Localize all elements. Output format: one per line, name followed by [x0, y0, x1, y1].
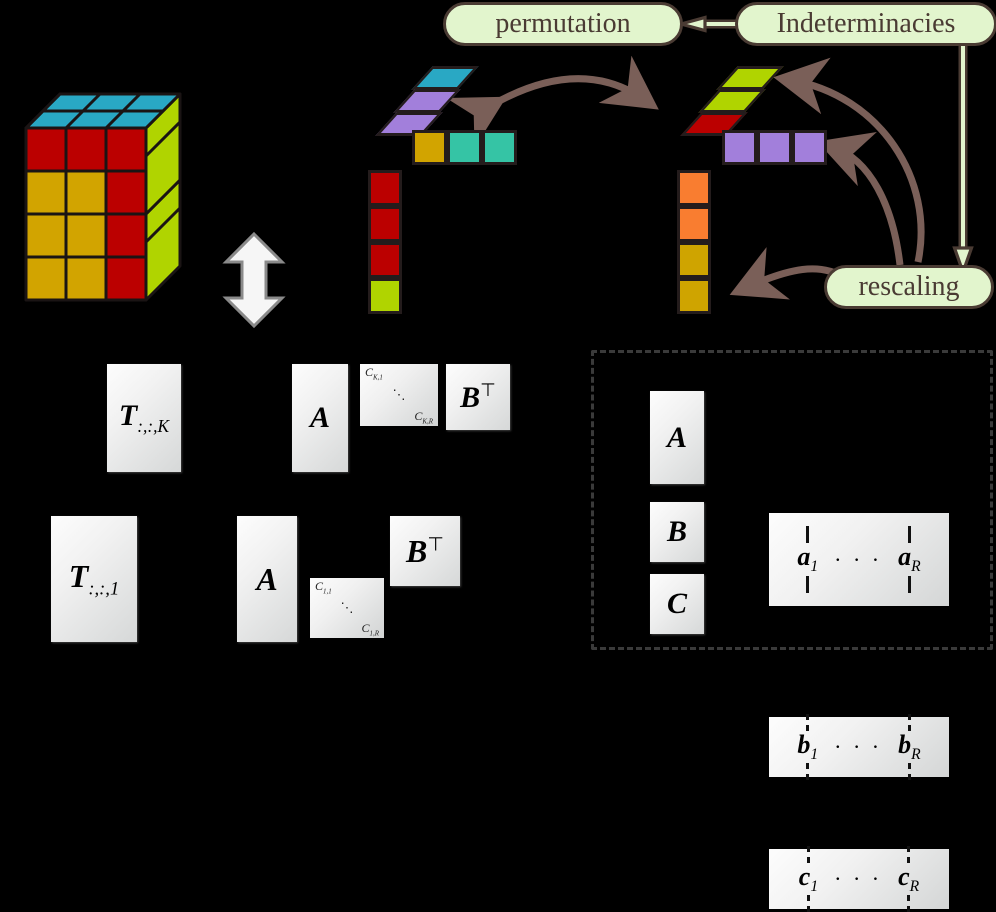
tensor-slice-1-subscript: :,:,1 — [88, 577, 120, 599]
matrix-b-top-transpose: ⊤ — [480, 380, 496, 400]
legend-matrix-c-symbol: C — [666, 587, 687, 620]
legend-col-b-dots: · · · — [834, 734, 883, 759]
tensor-slice-k-subscript: :,:,K — [137, 415, 170, 436]
matrix-a-bottom: A — [237, 516, 297, 642]
left-row-tile-teal-2 — [482, 130, 517, 165]
left-col-tile-yellowgreen — [368, 278, 402, 314]
matrix-tensor-slice-1: T:,:,1 — [51, 516, 137, 642]
column-bar-bottom-icon — [907, 895, 911, 912]
node-indeterminacies-label: Indeterminacies — [776, 8, 956, 39]
column-bar-top-icon — [806, 526, 810, 544]
right-col-tile-orange-2 — [677, 206, 711, 242]
legend-matrix-a-symbol: A — [666, 420, 687, 454]
column-bar-top-icon — [907, 526, 911, 544]
right-col-tile-orange-1 — [677, 170, 711, 206]
diag-1-first: C1,1 — [315, 579, 332, 596]
factor-legend-panel — [591, 350, 993, 650]
matrix-b-top-symbol: B — [460, 381, 481, 414]
tensor-slice-1-symbol: T — [68, 557, 89, 594]
arrow-indeterminacies-to-rescaling — [952, 44, 974, 277]
column-bar-top-icon — [907, 845, 911, 863]
diag-k-dots: ⋱ — [392, 387, 406, 402]
tensor-slice-k-symbol: T — [118, 398, 138, 432]
right-slant-tile-yellowgreen-2 — [698, 89, 766, 113]
matrix-a-bottom-symbol: A — [256, 561, 278, 597]
matrix-b-transpose-top: B⊤ — [446, 364, 510, 430]
double-arrow-svg — [222, 231, 286, 329]
diagram-canvas: permutation Indeterminacies rescaling — [22, 2, 996, 912]
column-bar-top-icon — [806, 845, 810, 863]
diag-k-last: CK,R — [414, 408, 433, 425]
right-row-tile-purple-2 — [757, 130, 792, 165]
matrix-b-transpose-bottom: B⊤ — [390, 516, 460, 586]
matrix-a-top: A — [292, 364, 348, 472]
column-bar-bottom-icon — [907, 575, 911, 593]
right-col-tile-gold-1 — [677, 242, 711, 278]
column-bar-bottom-icon — [806, 763, 810, 781]
right-factorization-blocks — [665, 58, 840, 314]
column-bar-bottom-icon — [806, 575, 810, 593]
matrix-tensor-slice-k: T:,:,K — [107, 364, 181, 472]
column-bar-bottom-icon — [907, 763, 911, 781]
node-rescaling[interactable]: rescaling — [824, 265, 994, 309]
node-indeterminacies[interactable]: Indeterminacies — [735, 2, 996, 46]
data-tensor-cube — [22, 58, 212, 302]
legend-col-c-last: cR — [898, 845, 919, 912]
matrix-diag-k: CK,1 ⋱ CK,R — [360, 364, 438, 426]
right-row-tile-purple-3 — [792, 130, 827, 165]
legend-columns-b: b1 · · · bR — [769, 713, 949, 781]
legend-col-a-last: aR — [898, 526, 921, 593]
column-bar-bottom-icon — [806, 895, 810, 912]
legend-col-a-dots: · · · — [834, 546, 883, 572]
column-bar-top-icon — [806, 713, 810, 731]
legend-col-b-first: b1 — [797, 713, 818, 781]
arrow-permutation-swap — [446, 55, 659, 148]
matrix-b-bottom-transpose: ⊤ — [427, 534, 445, 556]
node-permutation[interactable]: permutation — [443, 2, 683, 46]
left-col-tile-red-3 — [368, 242, 402, 278]
left-row-tile-teal-1 — [447, 130, 482, 165]
right-row-tile-purple-1 — [722, 130, 757, 165]
node-permutation-label: permutation — [495, 8, 631, 39]
legend-col-b-last: bR — [898, 713, 921, 781]
matrix-diag-1: C1,1 ⋱ C1,R — [310, 578, 384, 638]
legend-columns-c: c1 · · · cR — [769, 845, 949, 912]
legend-col-a-first: a1 — [797, 526, 818, 593]
left-col-tile-red-1 — [368, 170, 402, 206]
legend-matrix-a: A — [650, 391, 704, 484]
diag-1-last: C1,R — [361, 620, 379, 637]
left-col-tile-red-2 — [368, 206, 402, 242]
legend-col-c-dots: · · · — [834, 866, 883, 891]
matrix-b-bottom-symbol: B — [405, 533, 428, 569]
arrow-rescaling-to-row — [817, 132, 904, 266]
arrow-rescaling-to-slant — [773, 57, 925, 263]
right-slant-tile-yellowgreen-1 — [716, 66, 784, 90]
double-arrow-vertical-icon — [218, 231, 290, 329]
legend-matrix-c: C — [650, 574, 704, 634]
legend-col-c-first: c1 — [799, 845, 818, 912]
left-factorization-blocks — [360, 58, 530, 314]
arrow-indeterminacies-to-permutation — [674, 15, 740, 33]
legend-matrix-b-symbol: B — [666, 515, 687, 548]
legend-matrix-b: B — [650, 502, 704, 562]
left-row-tile-gold — [412, 130, 447, 165]
left-slant-tile-cyan — [411, 66, 479, 90]
matrix-a-top-symbol: A — [309, 401, 330, 434]
legend-columns-a: a1 · · · aR — [769, 513, 949, 606]
right-col-tile-gold-2 — [677, 278, 711, 314]
column-bar-top-icon — [907, 713, 911, 731]
node-rescaling-label: rescaling — [858, 271, 960, 302]
diag-k-first: CK,1 — [365, 365, 383, 382]
diag-1-dots: ⋱ — [340, 600, 354, 615]
left-slant-tile-purple-1 — [393, 89, 461, 113]
cube-svg — [24, 92, 182, 302]
